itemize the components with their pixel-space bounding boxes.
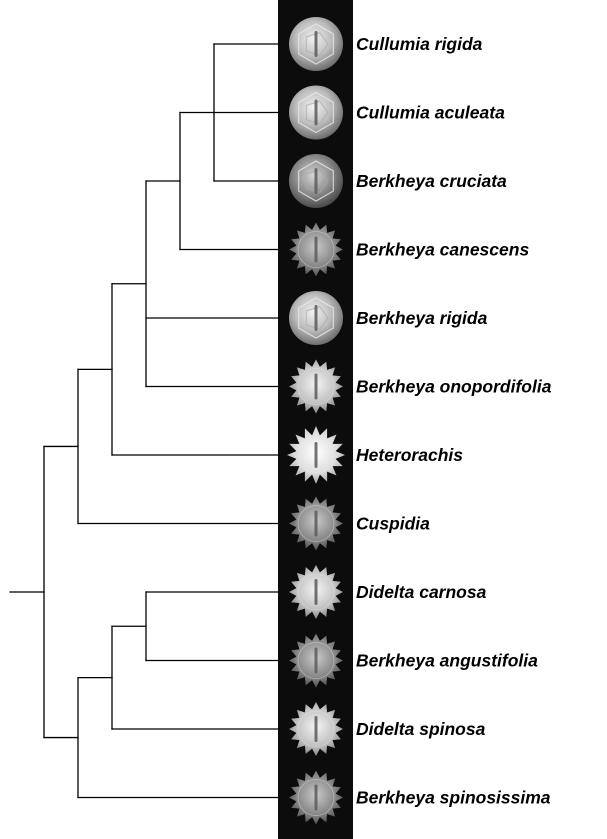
pollen-grain-image — [289, 771, 343, 825]
pollen-grain-image — [289, 702, 343, 756]
taxon-label: Berkheya rigida — [356, 308, 488, 328]
taxon-label: Cuspidia — [356, 514, 430, 534]
pollen-grain-image — [289, 291, 343, 345]
taxon-label: Berkheya angustifolia — [356, 651, 538, 671]
taxon-label: Berkheya cruciata — [356, 171, 507, 191]
taxon-labels: Cullumia rigidaCullumia aculeataBerkheya… — [356, 34, 552, 808]
taxon-label: Didelta carnosa — [356, 582, 487, 602]
pollen-grain-image — [289, 17, 343, 71]
cladogram — [10, 44, 279, 798]
pollen-grain-image — [289, 634, 343, 688]
pollen-grain-image — [289, 565, 343, 619]
taxon-label: Berkheya spinosissima — [356, 788, 551, 808]
taxon-label: Cullumia aculeata — [356, 103, 505, 123]
pollen-grain-image — [289, 360, 343, 414]
taxon-label: Heterorachis — [356, 445, 463, 465]
taxon-label: Didelta spinosa — [356, 719, 486, 739]
pollen-grain-image — [289, 154, 343, 208]
pollen-grain-image — [287, 426, 345, 484]
taxon-label: Berkheya canescens — [356, 240, 529, 260]
pollen-grain-image — [289, 86, 343, 140]
taxon-label: Berkheya onopordifolia — [356, 377, 552, 397]
pollen-grain-image — [289, 223, 343, 277]
pollen-grain-image — [289, 497, 343, 551]
taxon-label: Cullumia rigida — [356, 34, 483, 54]
